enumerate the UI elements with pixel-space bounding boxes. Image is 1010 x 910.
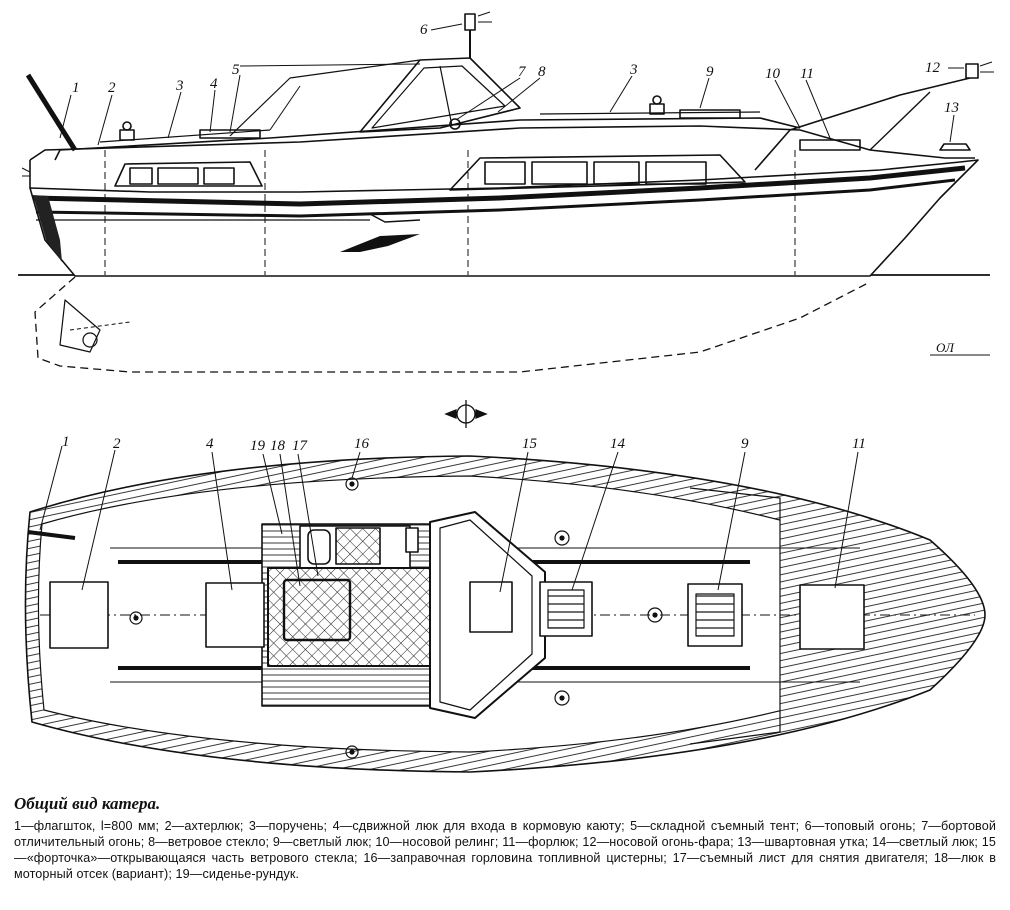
callout-side-3: 3 — [175, 78, 184, 94]
engine-compartment-hatch — [282, 578, 352, 642]
side-elevation — [18, 11, 994, 373]
callout-side-10: 10 — [765, 66, 781, 82]
caption-title: Общий вид катера. — [14, 794, 161, 813]
legend-item: 10—носовой релинг; — [375, 835, 499, 849]
legend-item: 14—светлый люк; — [872, 835, 979, 849]
figure-caption: Общий вид катера. 1—флагшток, l=800 мм; … — [14, 794, 996, 882]
callout-side-6: 6 — [420, 22, 428, 38]
aft-window-2 — [157, 167, 199, 185]
masthead-light-icon — [464, 13, 476, 31]
underwater-hull-outline — [34, 276, 871, 373]
hull-topside — [29, 159, 979, 277]
legend-item: 19—сиденье-рундук. — [175, 867, 300, 881]
aft-cabin-window-frame — [114, 161, 263, 187]
callout-plan-9: 9 — [741, 436, 749, 452]
callout-side-5: 5 — [232, 62, 240, 78]
seat-locker — [335, 527, 381, 565]
callout-side-4: 4 — [210, 76, 218, 92]
legend-item: 6—топовый огонь; — [804, 819, 916, 833]
legend-item: 7—бортовой отличительный огонь; — [14, 819, 996, 849]
legend-item: 9—светлый люк; — [272, 835, 372, 849]
plan-view — [24, 455, 986, 773]
sheer-stripe-lower — [35, 178, 956, 218]
aft-hatch — [49, 581, 109, 649]
fore-hatch-side — [799, 139, 861, 151]
legend-item: 2—ахтерлюк; — [164, 819, 244, 833]
bow-headlight-icon — [965, 63, 979, 79]
bow-rail — [754, 77, 971, 171]
callout-side-1: 1 — [72, 80, 80, 96]
legend-item: 17—съемный лист для снятия двигателя; — [672, 851, 929, 865]
fwd-window-2 — [531, 161, 588, 185]
callout-plan-11: 11 — [852, 436, 866, 452]
legend-item: 18—люк в моторный отсек (вариант); — [14, 851, 996, 881]
fwd-window-4 — [645, 161, 707, 185]
aft-window-3 — [203, 167, 235, 185]
caption-legend: 1—флагшток, l=800 мм; 2—ахтерлюк; 3—пору… — [14, 818, 996, 882]
boat-general-arrangement-drawing: 1 2 3 4 5 6 7 8 3 9 10 11 12 13 ОЛ — [18, 11, 994, 773]
fwd-window-3 — [593, 161, 640, 185]
callout-side-7: 7 — [518, 64, 527, 80]
callout-side-11: 11 — [800, 66, 814, 82]
legend-item: 1—флагшток, l=800 мм; — [14, 819, 160, 833]
sheer-stripe-upper — [32, 165, 966, 207]
skylight-side — [679, 109, 741, 119]
aft-window-1 — [129, 167, 153, 185]
callout-plan-1: 1 — [62, 434, 70, 450]
callout-side-8: 8 — [538, 64, 546, 80]
callout-plan-4: 4 — [206, 436, 214, 452]
callout-plan-2: 2 — [113, 436, 121, 452]
centreline-symbol-icon — [444, 400, 488, 428]
callout-plan-17: 17 — [292, 438, 309, 454]
flagstaff — [25, 73, 78, 152]
legend-item: 4—сдвижной люк для входа в кормовую кают… — [332, 819, 625, 833]
fore-hatch-plan — [799, 584, 865, 650]
callout-plan-19: 19 — [250, 438, 266, 454]
legend-item: 13—швартовная утка; — [737, 835, 869, 849]
callout-side-13: 13 — [944, 100, 959, 116]
legend-item: 15—«форточка»—открывающаяся часть ветров… — [14, 835, 996, 865]
callout-plan-16: 16 — [354, 436, 370, 452]
propeller-skeg — [59, 299, 101, 353]
folding-awning — [229, 59, 421, 137]
windscreen — [359, 57, 521, 133]
callout-plan-14: 14 — [610, 436, 626, 452]
legend-item: 5—складной съемный тент; — [630, 819, 800, 833]
mooring-cleat — [939, 143, 971, 151]
callout-plan-18: 18 — [270, 438, 286, 454]
sliding-hatch-plan — [205, 582, 265, 648]
cabin-roof — [54, 117, 801, 161]
callout-side-9: 9 — [706, 64, 714, 80]
ventilator-aft — [119, 129, 135, 141]
hull-arrow-stripe — [340, 234, 420, 252]
fwd-window-1 — [484, 161, 526, 185]
waterline-label: ОЛ — [936, 340, 955, 355]
legend-item: 16—заправочная горловина топливной цисте… — [363, 851, 667, 865]
legend-item: 3—поручень; — [248, 819, 328, 833]
callout-plan-15: 15 — [522, 436, 538, 452]
opening-windscreen-panel — [469, 581, 513, 633]
legend-item: 11—форлюк; — [502, 835, 579, 849]
legend-item: 12—носовой огонь-фара; — [582, 835, 734, 849]
sidelight-icon — [449, 118, 461, 130]
callout-side-2: 2 — [108, 80, 116, 96]
deck-line — [29, 125, 975, 161]
callout-side-3b: 3 — [629, 62, 638, 78]
legend-item: 8—ветровое стекло; — [148, 835, 270, 849]
callout-side-12: 12 — [925, 60, 941, 76]
propeller-icon — [82, 332, 98, 348]
